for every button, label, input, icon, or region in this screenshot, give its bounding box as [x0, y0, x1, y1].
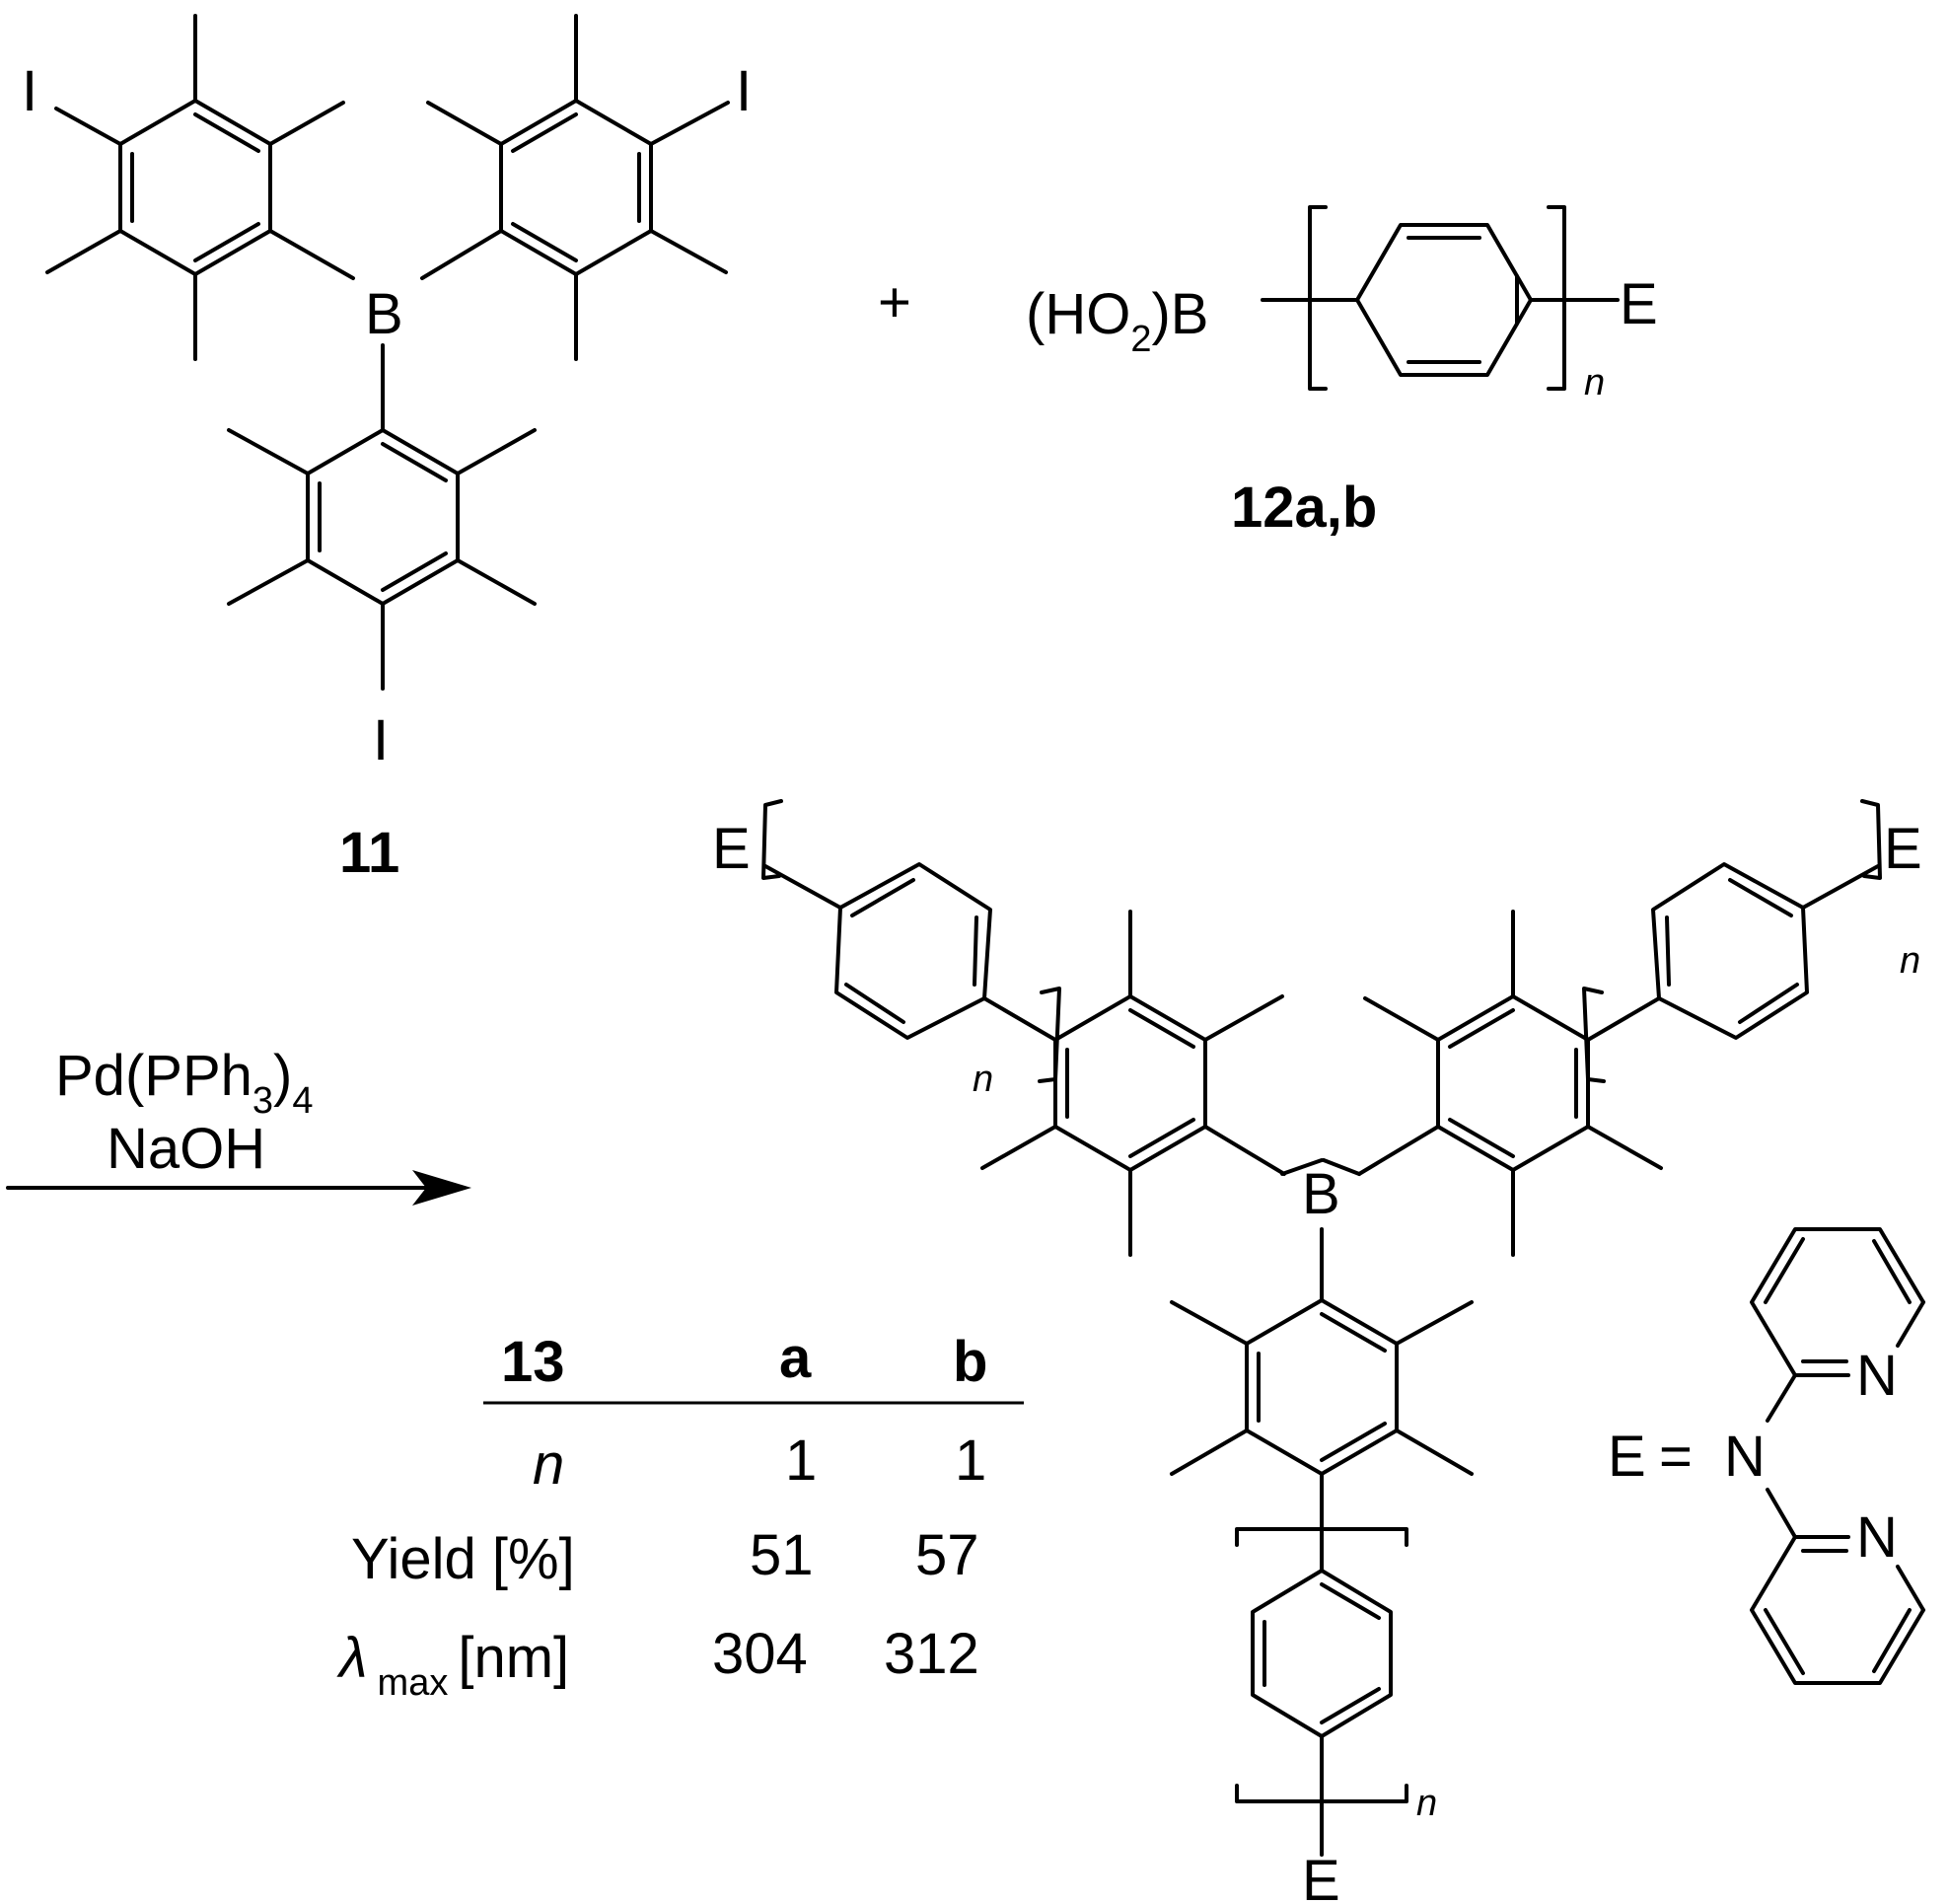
repeat-index-n: n [1584, 362, 1605, 403]
atom-boron: B [365, 282, 403, 346]
repeat-index-n: n [1416, 1783, 1437, 1824]
product-arm-bottom [1235, 1527, 1408, 1857]
product-ring-left [980, 910, 1286, 1257]
compound-label-11: 11 [339, 821, 399, 885]
table-cell: 57 [915, 1523, 979, 1587]
end-group-e: E [1884, 817, 1922, 881]
product-arm-left [761, 799, 1061, 1083]
atom-nitrogen: N [1724, 1425, 1766, 1489]
atom-iodine: I [373, 708, 389, 772]
base-text: NaOH [107, 1117, 265, 1181]
table-cell: 1 [955, 1428, 986, 1493]
reactant-11-structure: B I I I [22, 14, 752, 772]
pyridine-ring-bottom [1750, 1535, 1925, 1685]
phenylene-ring [1355, 223, 1533, 377]
atom-nitrogen: N [1856, 1505, 1898, 1570]
ring-11-topright [420, 14, 730, 361]
catalyst-text: Pd(PPh3)4 [55, 1044, 314, 1122]
reaction-arrow [6, 1170, 471, 1206]
e-definition: E = N N N [1608, 1227, 1925, 1685]
repeat-index-n: n [1900, 940, 1920, 982]
end-group-e: E [1620, 272, 1658, 336]
atom-boron: B [1302, 1162, 1340, 1226]
ring-11-bottom [227, 343, 537, 691]
table-cell: 312 [884, 1622, 979, 1686]
ring-11-topleft [45, 14, 355, 361]
pyridine-ring-top [1750, 1227, 1925, 1377]
plus-sign: + [878, 270, 911, 334]
compound-label-12: 12a,b [1231, 476, 1377, 540]
product-ring-right [1357, 910, 1663, 1257]
table-cell: 1 [785, 1428, 817, 1493]
product-arm-right [1582, 799, 1882, 1083]
product-ring-bottom [1170, 1298, 1474, 1573]
table-cell: 304 [712, 1622, 808, 1686]
atom-nitrogen: N [1856, 1344, 1898, 1408]
boronic-acid-group: (HO2)B [1026, 282, 1208, 360]
table-header-b: b [953, 1330, 987, 1394]
repeat-bracket-left [1308, 205, 1328, 391]
table-header-a: a [779, 1326, 812, 1390]
end-group-e: E [1302, 1849, 1340, 1904]
definition-lhs: E [1608, 1425, 1646, 1489]
table-row-label: n [533, 1432, 564, 1497]
atom-iodine: I [736, 59, 752, 123]
table-header-compound: 13 [501, 1330, 565, 1394]
reactant-12-structure: (HO2)B E n [1026, 205, 1658, 403]
definition-equals: = [1659, 1425, 1693, 1489]
table-cell: 51 [750, 1523, 814, 1587]
product-13-structure: E n E n B [712, 799, 1922, 1904]
repeat-index-n: n [973, 1059, 993, 1100]
table-row-label: Yield [%] [351, 1527, 575, 1591]
atom-iodine: I [22, 59, 37, 123]
end-group-e: E [712, 817, 751, 881]
